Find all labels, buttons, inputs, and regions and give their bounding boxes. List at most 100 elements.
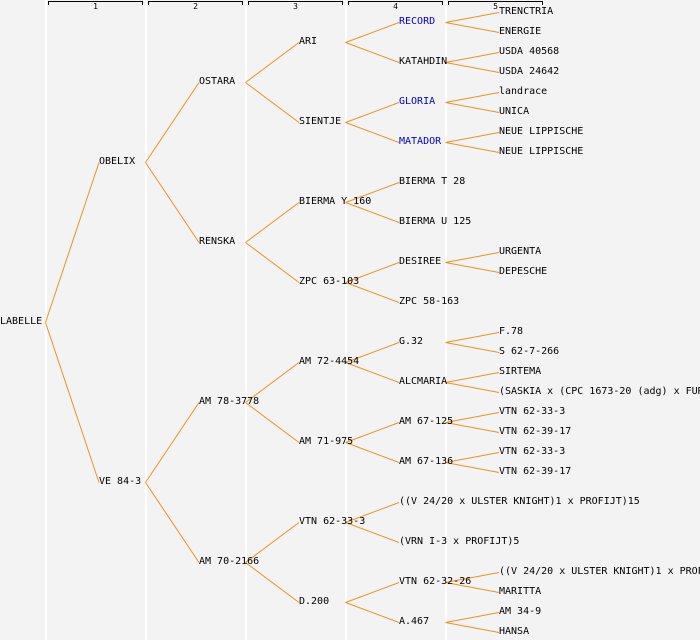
connector-line bbox=[445, 22, 500, 33]
connector-line bbox=[245, 242, 300, 283]
connector-line bbox=[345, 42, 400, 63]
connector-line bbox=[145, 82, 200, 163]
connector-line bbox=[445, 142, 500, 153]
pedigree-node-gen5: VTN 62-39-17 bbox=[499, 426, 572, 437]
connector-line bbox=[345, 442, 400, 463]
pedigree-node-gen5: MARITTA bbox=[499, 586, 542, 597]
generation-header-1: 1 bbox=[48, 1, 143, 13]
pedigree-node-gen5: VTN 62-39-17 bbox=[499, 466, 572, 477]
generation-number: 5 bbox=[493, 2, 498, 11]
connector-line bbox=[345, 602, 400, 623]
connector-line bbox=[345, 522, 400, 543]
pedigree-node-gen4[interactable]: RECORD bbox=[399, 16, 436, 27]
pedigree-node-gen5: USDA 40568 bbox=[499, 46, 560, 57]
connector-line bbox=[445, 132, 500, 143]
connector-line bbox=[445, 422, 500, 433]
column-divider bbox=[145, 0, 147, 640]
pedigree-node-gen4: BIERMA U 125 bbox=[399, 216, 472, 227]
pedigree-node-gen5: NEUE LIPPISCHE bbox=[499, 146, 584, 157]
pedigree-node-gen0: LABELLE bbox=[0, 316, 43, 327]
connector-line bbox=[245, 82, 300, 123]
column-divider bbox=[445, 0, 447, 640]
connector-line bbox=[445, 622, 500, 633]
pedigree-node-gen5: SIRTEMA bbox=[499, 366, 542, 377]
pedigree-node-gen3: ARI bbox=[299, 36, 318, 47]
pedigree-node-gen4: ALCMARIA bbox=[399, 376, 448, 387]
generation-bracket bbox=[48, 1, 143, 5]
connector-line bbox=[445, 332, 500, 343]
connector-line bbox=[145, 482, 200, 563]
connector-line bbox=[345, 282, 400, 303]
pedigree-node-gen4: A.467 bbox=[399, 616, 430, 627]
pedigree-node-gen5: ENERGIE bbox=[499, 26, 542, 37]
pedigree-node-gen2: AM 78-3778 bbox=[199, 396, 260, 407]
generation-header-5: 5 bbox=[448, 1, 543, 13]
connector-line bbox=[145, 402, 200, 483]
generation-bracket bbox=[348, 1, 443, 5]
connector-line bbox=[445, 12, 500, 23]
pedigree-node-gen5: AM 34-9 bbox=[499, 606, 542, 617]
connector-line bbox=[445, 582, 500, 593]
connector-line bbox=[445, 412, 500, 423]
pedigree-node-gen5: NEUE LIPPISCHE bbox=[499, 126, 584, 137]
connector-line bbox=[145, 162, 200, 243]
connector-line bbox=[445, 62, 500, 73]
connector-line bbox=[45, 322, 100, 483]
pedigree-node-gen5: DEPESCHE bbox=[499, 266, 548, 277]
connector-line bbox=[445, 262, 500, 273]
connector-line bbox=[445, 342, 500, 353]
pedigree-node-gen5: F.78 bbox=[499, 326, 524, 337]
pedigree-node-gen5: ((V 24/20 x ULSTER KNIGHT)1 x PROF bbox=[499, 566, 700, 577]
pedigree-node-gen4[interactable]: GLORIA bbox=[399, 96, 436, 107]
connector-line bbox=[445, 102, 500, 113]
pedigree-node-gen4: G.32 bbox=[399, 336, 424, 347]
pedigree-node-gen3: VTN 62-33-3 bbox=[299, 516, 366, 527]
pedigree-node-gen4: BIERMA T 28 bbox=[399, 176, 466, 187]
connector-line bbox=[345, 182, 400, 203]
pedigree-node-gen3: D.200 bbox=[299, 596, 330, 607]
connector-line bbox=[245, 522, 300, 563]
pedigree-node-gen5: UNICA bbox=[499, 106, 530, 117]
connector-line bbox=[245, 42, 300, 83]
pedigree-node-gen5: VTN 62-33-3 bbox=[499, 406, 566, 417]
connector-line bbox=[45, 162, 100, 323]
connector-line bbox=[345, 202, 400, 223]
pedigree-node-gen1: VE 84-3 bbox=[99, 476, 142, 487]
pedigree-node-gen4: AM 67-136 bbox=[399, 456, 454, 467]
generation-bracket bbox=[148, 1, 243, 5]
connector-line bbox=[445, 462, 500, 473]
pedigree-node-gen4: DESIREE bbox=[399, 256, 442, 267]
connector-line bbox=[445, 92, 500, 103]
pedigree-node-gen5: landrace bbox=[499, 86, 548, 97]
connector-line bbox=[345, 262, 400, 283]
pedigree-node-gen4: ZPC 58-163 bbox=[399, 296, 460, 307]
pedigree-node-gen5: USDA 24642 bbox=[499, 66, 560, 77]
pedigree-node-gen5: (SASKIA x (CPC 1673-20 (adg) x FUR bbox=[499, 386, 700, 397]
pedigree-node-gen5: VTN 62-33-3 bbox=[499, 446, 566, 457]
generation-number: 1 bbox=[93, 2, 98, 11]
connector-line bbox=[445, 52, 500, 63]
connector-line bbox=[445, 252, 500, 263]
generation-header-2: 2 bbox=[148, 1, 243, 13]
connector-line bbox=[345, 502, 400, 523]
connector-line bbox=[345, 422, 400, 443]
pedigree-node-gen4[interactable]: MATADOR bbox=[399, 136, 442, 147]
connector-line bbox=[245, 202, 300, 243]
connector-line bbox=[445, 612, 500, 623]
generation-number: 3 bbox=[293, 2, 298, 11]
pedigree-node-gen3: AM 71-975 bbox=[299, 436, 354, 447]
pedigree-node-gen5: HANSA bbox=[499, 626, 530, 637]
connector-line bbox=[345, 362, 400, 383]
generation-header-3: 3 bbox=[248, 1, 343, 13]
generation-number: 4 bbox=[393, 2, 398, 11]
connector-line bbox=[245, 562, 300, 603]
pedigree-node-gen5: S 62-7-266 bbox=[499, 346, 560, 357]
connector-line bbox=[345, 102, 400, 123]
pedigree-node-gen3: SIENTJE bbox=[299, 116, 342, 127]
connector-line bbox=[245, 402, 300, 443]
column-divider bbox=[245, 0, 247, 640]
generation-number: 2 bbox=[193, 2, 198, 11]
pedigree-node-gen5: URGENTA bbox=[499, 246, 542, 257]
connector-line bbox=[345, 582, 400, 603]
